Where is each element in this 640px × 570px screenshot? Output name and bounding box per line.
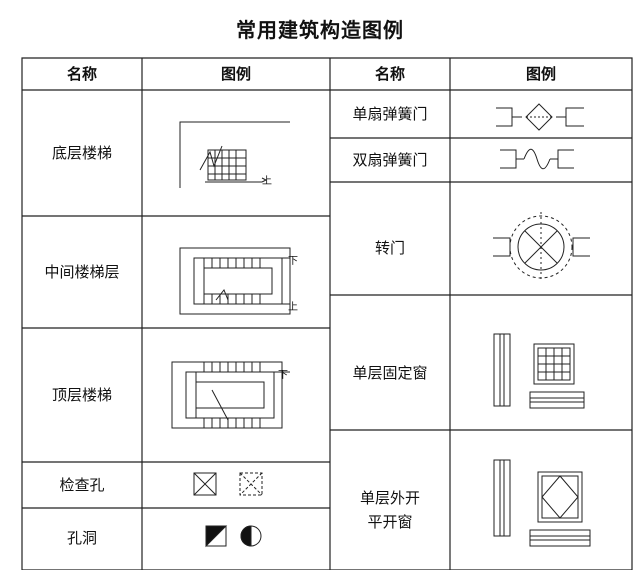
page-title: 常用建筑构造图例: [236, 18, 404, 42]
header-legend-right: 图例: [525, 65, 556, 83]
name-double-spring-door: 双扇弹簧门: [352, 151, 428, 169]
inspection-hole-symbol: [194, 473, 262, 495]
header-legend-left: 图例: [220, 65, 251, 83]
name-revolving-door: 转门: [374, 239, 405, 257]
label-down-top: 下: [278, 370, 288, 381]
ground-floor-stair-symbol: [180, 122, 290, 188]
name-ground-floor-stair: 底层楼梯: [51, 144, 112, 162]
name-casement-window-line1: 单层外开: [359, 489, 420, 507]
single-spring-door-symbol: [496, 104, 584, 130]
label-down-middle: 下: [288, 256, 298, 267]
revolving-door-symbol: [493, 212, 590, 282]
name-single-fixed-window: 单层固定窗: [352, 364, 428, 382]
name-inspection-hole: 检查孔: [59, 476, 105, 494]
label-up-ground: 上: [262, 176, 272, 187]
opening-hole-symbol: [206, 526, 261, 546]
name-opening-hole: 孔洞: [66, 529, 97, 547]
casement-window-symbol: [494, 460, 590, 546]
name-middle-floor-stair: 中间楼梯层: [44, 263, 120, 281]
header-name-left: 名称: [66, 65, 97, 83]
single-fixed-window-symbol: [494, 334, 584, 408]
header-name-right: 名称: [374, 65, 405, 83]
name-casement-window-line2: 平开窗: [367, 513, 413, 531]
double-spring-door-symbol: [500, 149, 574, 169]
middle-floor-stair-symbol: [180, 248, 290, 314]
name-single-spring-door: 单扇弹簧门: [352, 105, 428, 123]
label-up-middle: 上: [288, 302, 298, 313]
name-top-floor-stair: 顶层楼梯: [51, 386, 112, 404]
top-floor-stair-symbol: [172, 362, 290, 428]
